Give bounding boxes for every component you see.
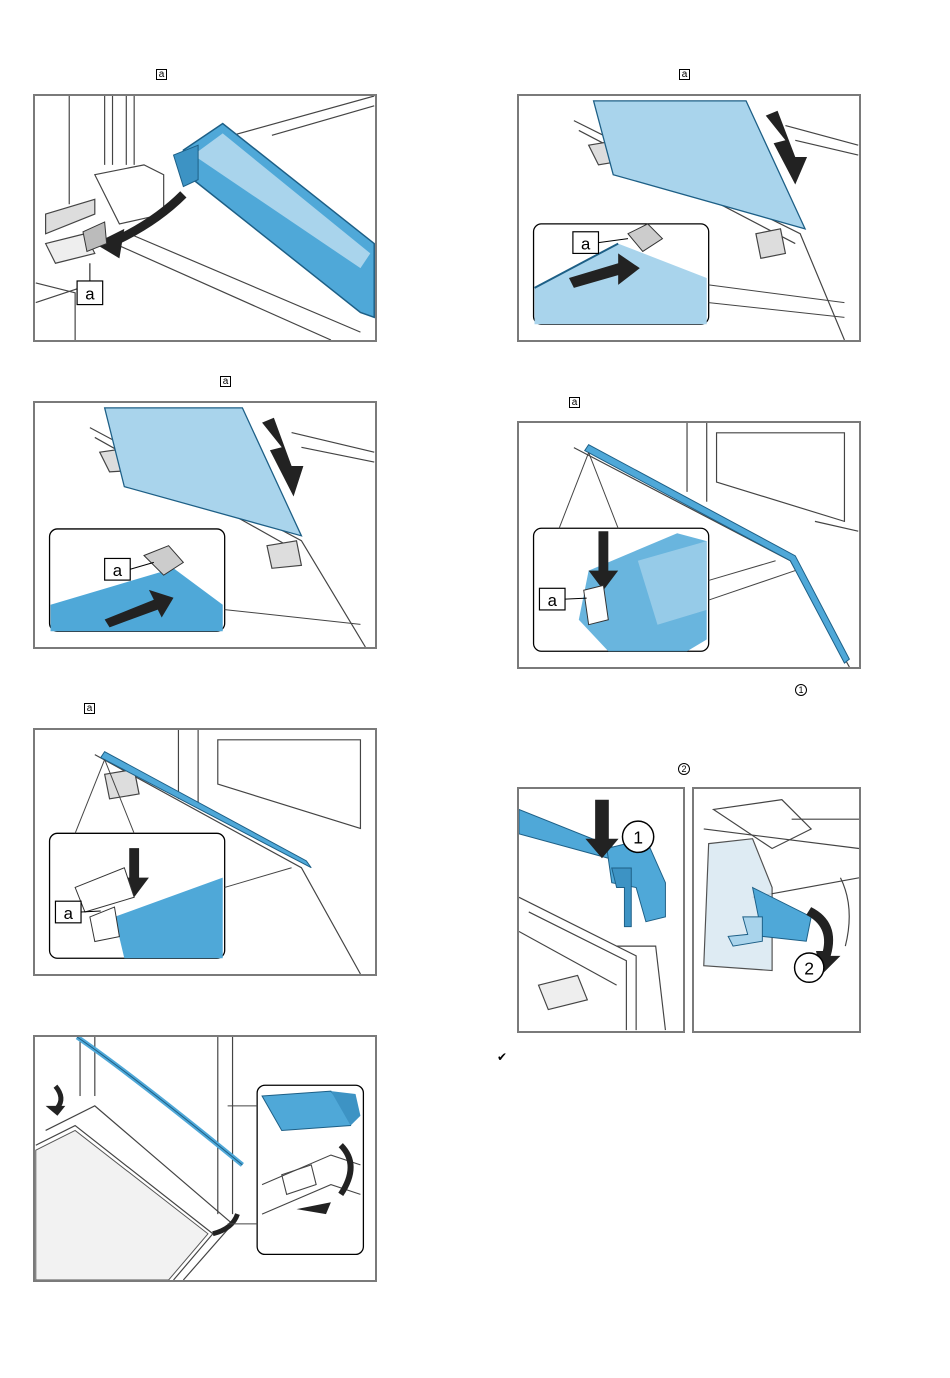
step-one-marker: 1 [795,684,807,696]
figure-6b-illustration: 2 [694,789,859,1031]
figure-5: a [33,728,377,976]
figure-7 [33,1035,377,1282]
callout-label-a: a [64,904,74,923]
callout-label-a: a [581,234,591,253]
figure-3: a [33,401,377,649]
figure-4: a [517,421,861,669]
figure-3-illustration: a [35,403,375,647]
ref-marker-fig5: a [84,703,95,714]
callout-label-a: a [85,285,95,304]
figure-5-illustration: a [35,730,375,974]
step-two-marker: 2 [678,763,690,775]
figure-6a-illustration: 1 [519,789,683,1031]
figure-1-illustration: a [35,96,375,340]
checkmark-icon: ✔ [497,1050,507,1064]
figure-7-illustration [35,1037,375,1280]
ref-marker-fig2: a [679,69,690,80]
callout-label-a: a [548,591,558,610]
ref-marker-fig4: a [569,397,580,408]
figure-1: a [33,94,377,342]
figure-6a: 1 [517,787,685,1033]
step-label-2: 2 [804,958,814,978]
callout-label-a: a [113,561,123,580]
figure-6b: 2 [692,787,861,1033]
ref-marker-fig3: a [220,376,231,387]
step-label-1: 1 [633,828,643,848]
figure-4-illustration: a [519,423,859,667]
ref-marker-fig1: a [156,69,167,80]
figure-2-illustration: a [519,96,859,340]
figure-2: a [517,94,861,342]
